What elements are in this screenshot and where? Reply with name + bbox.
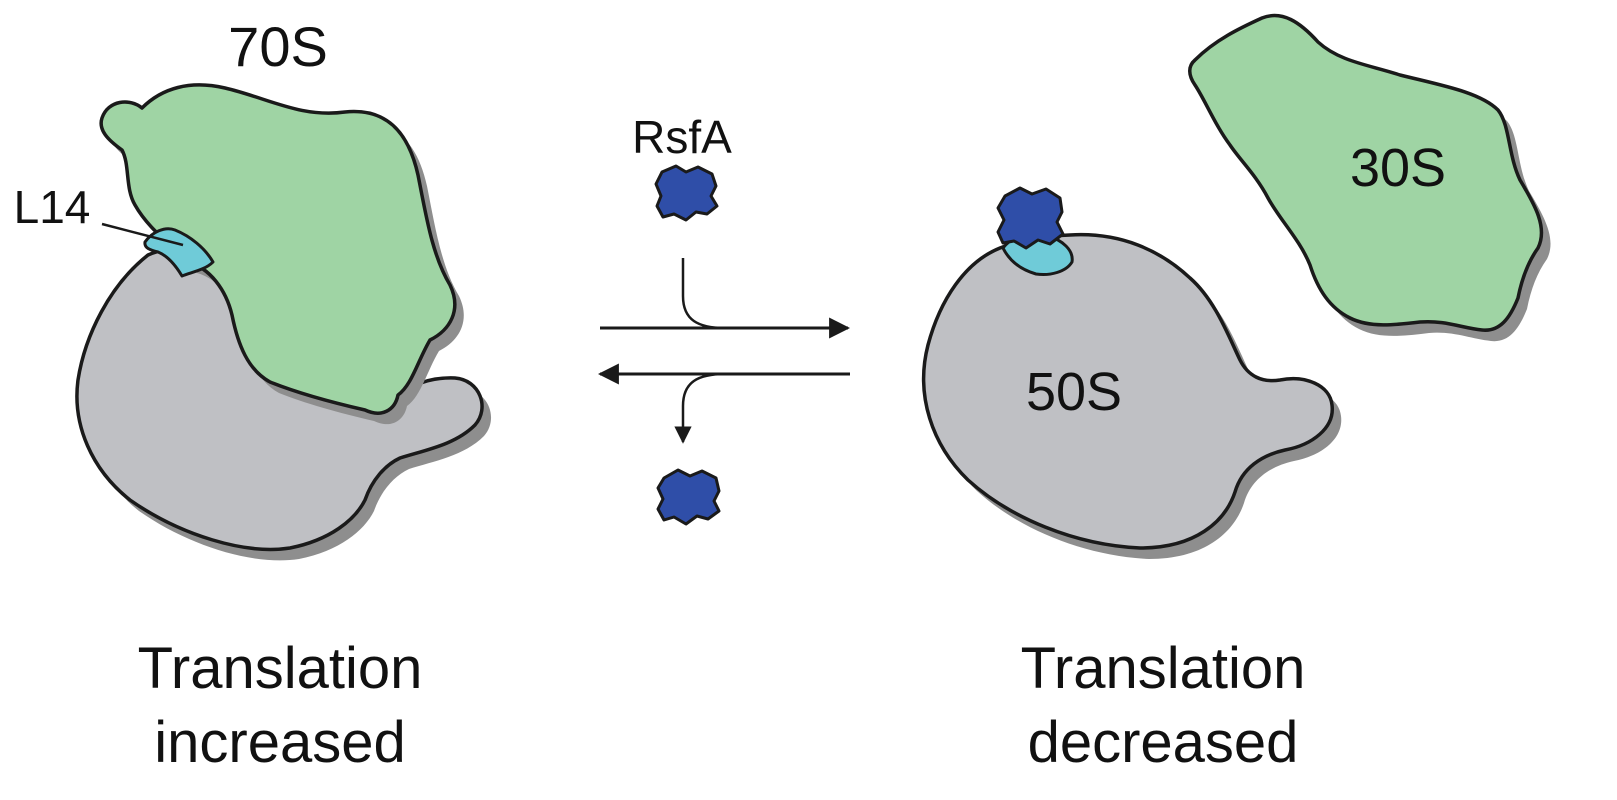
- equilibrium-arrows: [597, 164, 851, 526]
- caption-left-line2: increased: [154, 710, 405, 775]
- rsfa-binding-curve: [681, 258, 726, 330]
- free-30s-subunit: [1188, 13, 1544, 332]
- dissociated-subunits: [921, 13, 1551, 559]
- free-50s-subunit: [921, 232, 1334, 550]
- label-70s: 70S: [228, 15, 328, 78]
- l14-pointer-line: [101, 222, 184, 247]
- label-50s: 50S: [1026, 362, 1122, 422]
- label-rsfa: RsfA: [632, 111, 732, 163]
- rsfa-protein-top: [654, 164, 719, 222]
- label-30s: 30S: [1350, 138, 1446, 198]
- caption-right-line2: decreased: [1028, 710, 1299, 775]
- caption-right-line1: Translation: [1021, 636, 1306, 701]
- rsfa-protein-bottom: [656, 468, 721, 526]
- rsfa-protein-bound: [996, 186, 1065, 250]
- rsfa-release-curve: [674, 372, 726, 444]
- caption-left-line1: Translation: [138, 636, 423, 701]
- ribosome-70s: [75, 83, 492, 561]
- label-l14: L14: [14, 181, 91, 233]
